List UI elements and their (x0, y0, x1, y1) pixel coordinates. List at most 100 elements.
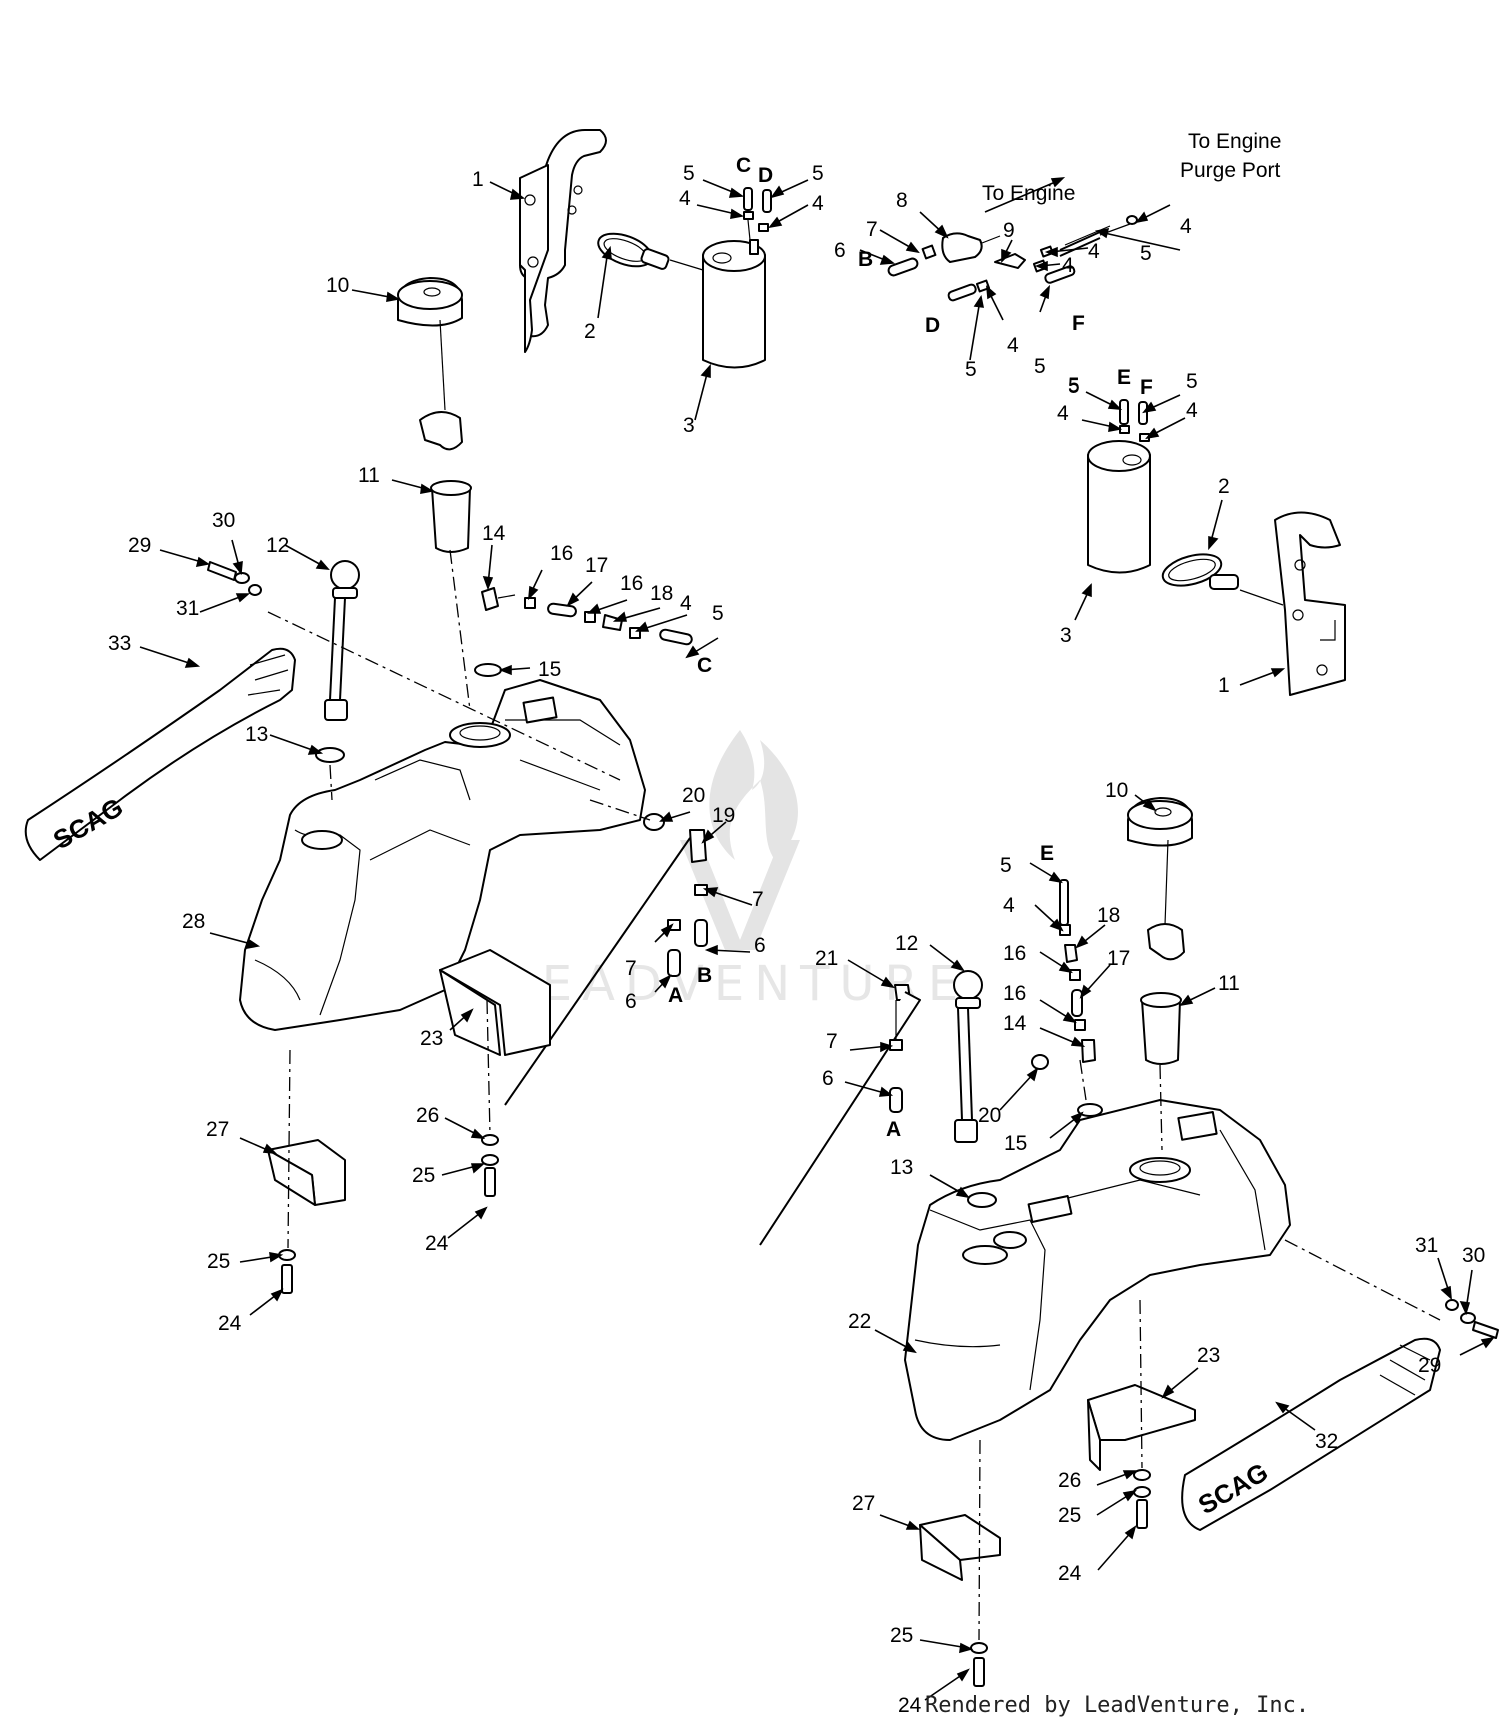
note-to-engine-line-1: To Engine (982, 182, 1075, 205)
callouts-middle-left: 30 29 12 31 33 13 14 16 17 16 18 4 5 15 … (108, 509, 766, 1050)
callout-6b-l: 6 (625, 990, 637, 1013)
callout-9-tr: 9 (1003, 219, 1015, 242)
callout-5-l: 5 (712, 602, 724, 625)
callout-13-l: 13 (245, 723, 268, 746)
callout-5f-tr: 5 (1068, 375, 1080, 398)
callout-32-r: 32 (1315, 1430, 1338, 1453)
connector-a-left: A (668, 984, 683, 1007)
callout-4e-tr: 4 (1057, 402, 1069, 425)
callout-24a-r: 24 (1058, 1562, 1082, 1585)
callout-17-l: 17 (585, 554, 608, 577)
callout-5b-tl: 5 (812, 162, 824, 185)
callout-20-l: 20 (682, 784, 705, 807)
callout-5b-tr: 5 (965, 358, 977, 381)
callout-3-tr: 3 (1060, 624, 1072, 647)
callouts-right-cluster: 10 5 4 18 16 17 16 14 12 21 7 6 20 15 11… (815, 779, 1240, 1179)
fuel-tank-left: SCAG (24, 277, 708, 1294)
connector-b-top: B (858, 248, 873, 271)
callout-13-r: 13 (890, 1156, 913, 1179)
connector-d-top: D (758, 164, 773, 187)
callout-15-r: 15 (1004, 1132, 1027, 1155)
connector-d-mid: D (925, 314, 940, 337)
callout-4-r: 4 (1003, 894, 1015, 917)
callout-3-tl: 3 (683, 414, 695, 437)
callout-24b-l: 24 (218, 1312, 242, 1335)
callout-24a-l: 24 (425, 1232, 449, 1255)
note-to-engine: To Engine (982, 182, 1075, 205)
callout-31-l: 31 (176, 597, 199, 620)
callout-6-tr: 6 (834, 239, 846, 262)
callout-4c-tr: 4 (1062, 254, 1074, 277)
callouts-lower-left: 27 26 25 25 24 24 (206, 1104, 449, 1335)
callouts-right-bottom: 31 30 29 22 23 32 26 25 24 27 25 24 (848, 1234, 1485, 1717)
callouts-top-right: 8 7 6 9 5 4 4 4 5 5 5 4 5 4 5 4 2 3 1 (834, 189, 1230, 697)
connector-c-top: C (736, 154, 751, 177)
callout-18-l: 18 (650, 582, 673, 605)
callout-15-l: 15 (538, 658, 561, 681)
callout-1-tl: 1 (472, 168, 484, 191)
callout-5-r: 5 (1000, 854, 1012, 877)
callout-5a-tr: 5 (1140, 242, 1152, 265)
callout-23-r: 23 (1197, 1344, 1220, 1367)
callout-11-tl: 11 (358, 464, 380, 487)
callouts-top-left: 1 2 3 5 4 5 4 10 11 (326, 162, 824, 487)
callout-12-l: 12 (266, 534, 289, 557)
callout-30-r: 30 (1462, 1244, 1485, 1267)
callout-2-tr: 2 (1218, 475, 1230, 498)
callout-4b-tl: 4 (812, 192, 824, 215)
callout-22-r: 22 (848, 1310, 871, 1333)
callout-31-r: 31 (1415, 1234, 1438, 1257)
callout-23-l: 23 (420, 1027, 443, 1050)
callout-18-r: 18 (1097, 904, 1120, 927)
callout-7-tr: 7 (866, 218, 878, 241)
callout-4-l: 4 (680, 592, 692, 615)
callout-7-r: 7 (826, 1030, 838, 1053)
connector-c-left: C (697, 654, 712, 677)
leader-lines (139, 177, 1495, 1701)
note-purge-port-line-1: To Engine (1188, 130, 1281, 153)
fuel-tank-right: SCAG (759, 797, 1499, 1687)
callout-27-r: 27 (852, 1492, 875, 1515)
note-purge-port-line-2: Purge Port (1180, 159, 1281, 182)
callout-5d-tr: 5 (1068, 374, 1080, 397)
connector-e-right: E (1040, 842, 1054, 865)
callout-16b-r: 16 (1003, 982, 1026, 1005)
callout-5e-tr: 5 (1186, 370, 1198, 393)
callout-29-r: 29 (1418, 1354, 1441, 1377)
callout-12-r: 12 (895, 932, 918, 955)
callout-10-tl: 10 (326, 274, 349, 297)
callout-16b-l: 16 (620, 572, 643, 595)
callout-25a-r: 25 (1058, 1504, 1081, 1527)
callout-25b-r: 25 (890, 1624, 913, 1647)
note-purge-port: To Engine Purge Port (1180, 130, 1281, 182)
callout-25b-l: 25 (207, 1250, 230, 1273)
callout-27-l: 27 (206, 1118, 229, 1141)
callout-14-l: 14 (482, 522, 506, 545)
callout-4a-tl: 4 (679, 187, 691, 210)
callout-1-tr: 1 (1218, 674, 1230, 697)
connector-e-canister: E (1117, 366, 1131, 389)
connector-b-left: B (697, 964, 712, 987)
purge-line-assembly (887, 215, 1346, 696)
callout-4d-tr: 4 (1007, 334, 1019, 357)
callout-20-r: 20 (978, 1104, 1001, 1127)
callout-17-r: 17 (1107, 947, 1130, 970)
callout-4f-tr: 4 (1186, 399, 1198, 422)
callout-7b-l: 7 (625, 957, 637, 980)
connector-f-canister: F (1140, 376, 1153, 399)
callout-29-l: 29 (128, 534, 151, 557)
footer-credit: Rendered by LeadVenture, Inc. (925, 1693, 1309, 1718)
connector-f-mid: F (1072, 312, 1085, 335)
callout-33-l: 33 (108, 632, 131, 655)
callout-7a-l: 7 (752, 888, 764, 911)
connector-a-right: A (886, 1118, 901, 1141)
canister-assembly-left (519, 129, 772, 369)
callout-8-tr: 8 (896, 189, 908, 212)
callout-4a-tr: 4 (1180, 215, 1192, 238)
callout-14-r: 14 (1003, 1012, 1027, 1035)
callout-11-r: 11 (1218, 972, 1240, 995)
callout-5a-tl: 5 (683, 162, 695, 185)
callout-5c-tr: 5 (1034, 355, 1046, 378)
callout-6a-l: 6 (754, 934, 766, 957)
